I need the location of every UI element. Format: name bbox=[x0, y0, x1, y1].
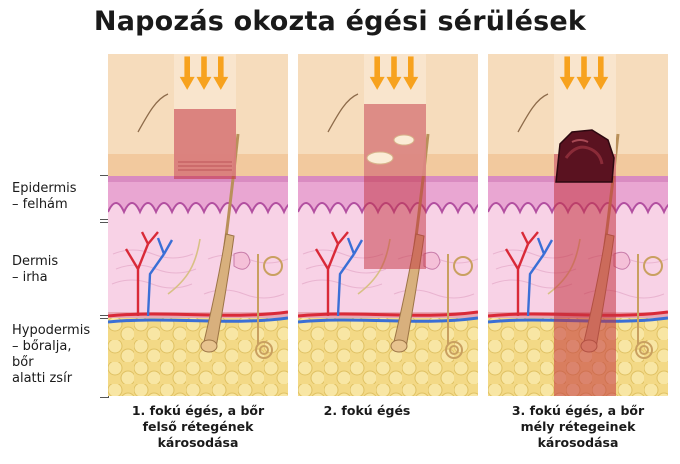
caption-degree-1-line1: 1. fokú égés, a bőr bbox=[131, 403, 265, 418]
sun-ray-arrow-icon bbox=[176, 56, 232, 94]
hypodermis-label-line1: Hypodermis bbox=[12, 323, 91, 338]
dermis-label-line2: – irha bbox=[12, 270, 48, 285]
epidermis-label-line1: Epidermis bbox=[12, 181, 77, 196]
burn-diagram-degree-2 bbox=[298, 54, 478, 396]
caption-degree-1-line3: károsodása bbox=[157, 435, 239, 450]
burn-scab-icon bbox=[555, 129, 615, 183]
hypodermis-label-line4: alatti zsír bbox=[12, 371, 73, 386]
dermis-label: Dermis – irha bbox=[12, 254, 58, 286]
page-title: Napozás okozta égési sérülések bbox=[93, 6, 587, 37]
burn-diagram-degree-1 bbox=[108, 54, 288, 396]
caption-degree-3: 3. fokú égés, a bőr mély rétegeinek káro… bbox=[483, 403, 673, 451]
hypodermis-label-line3: bőr bbox=[12, 355, 34, 370]
epidermis-label-line2: – felhám bbox=[12, 197, 68, 212]
hypodermis-label: Hypodermis – bőralja, bőr alatti zsír bbox=[12, 323, 90, 387]
dermis-label-line1: Dermis bbox=[12, 254, 59, 269]
blister-icon bbox=[366, 134, 415, 165]
caption-degree-3-line2: mély rétegeinek bbox=[520, 419, 636, 434]
caption-degree-1-line2: felső rétegének bbox=[142, 419, 254, 434]
sun-ray-arrow-icon bbox=[366, 56, 422, 94]
caption-degree-2: 2. fokú égés bbox=[272, 403, 462, 419]
burn-diagram-degree-3 bbox=[488, 54, 668, 396]
hypodermis-label-line2: – bőralja, bbox=[12, 339, 72, 354]
caption-degree-2-line1: 2. fokú égés bbox=[323, 403, 411, 418]
epidermis-label: Epidermis – felhám bbox=[12, 181, 77, 213]
caption-degree-3-line3: károsodása bbox=[537, 435, 619, 450]
caption-degree-3-line1: 3. fokú égés, a bőr bbox=[511, 403, 645, 418]
caption-degree-1: 1. fokú égés, a bőr felső rétegének káro… bbox=[103, 403, 293, 451]
sun-ray-arrow-icon bbox=[556, 56, 612, 94]
